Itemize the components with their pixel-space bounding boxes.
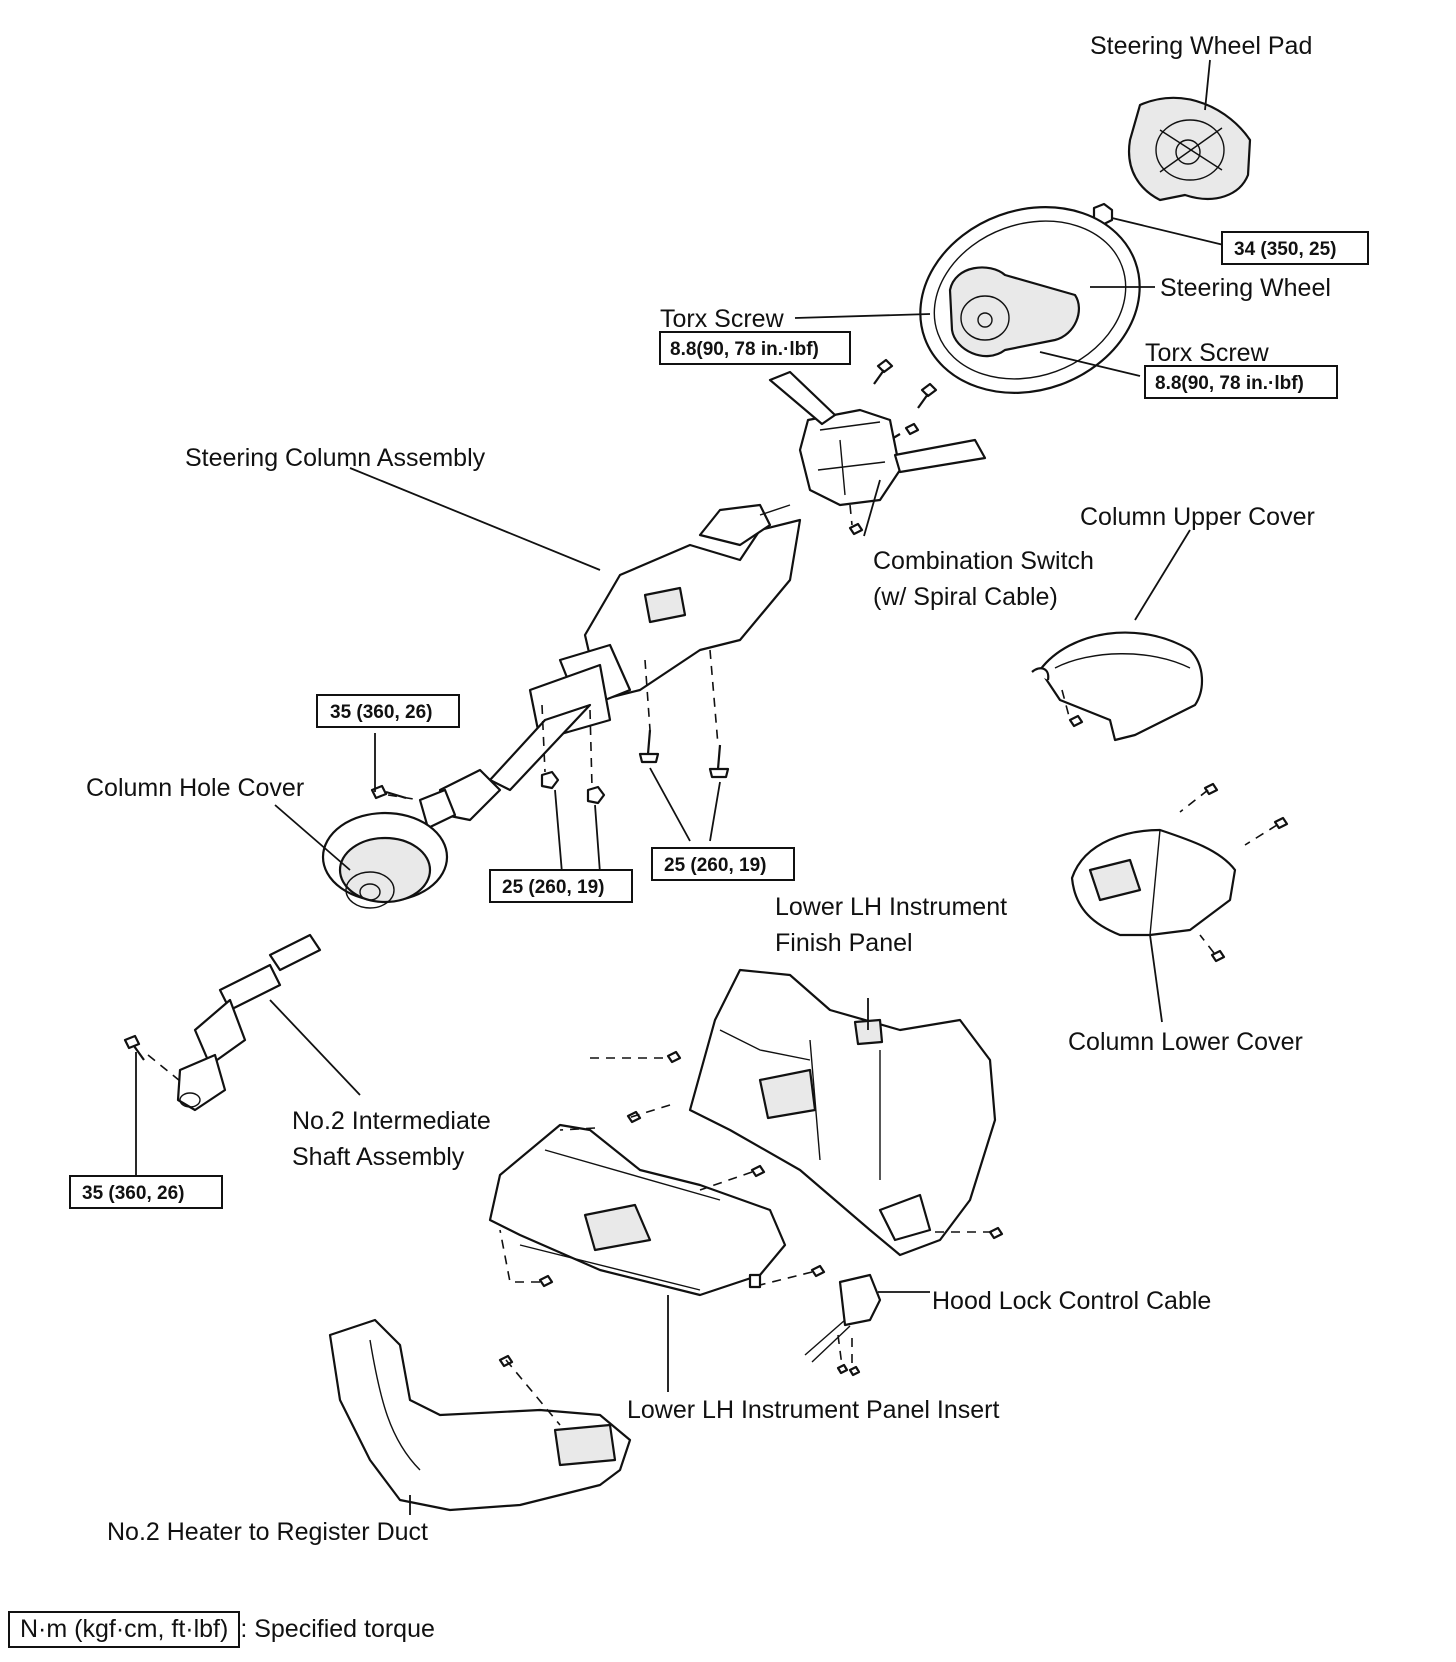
torque-column-bolt-upper: 35 (360, 26) — [316, 694, 460, 728]
steering-column-part — [418, 503, 802, 830]
assembly-lines — [147, 504, 1278, 1426]
column-hole-cover-part — [321, 811, 449, 909]
panel-insert-part — [488, 1123, 787, 1297]
label-torx-screw-right: Torx Screw — [1145, 339, 1270, 367]
svg-text:35 (360, 26): 35 (360, 26) — [330, 702, 432, 723]
intermediate-shaft-part — [123, 933, 322, 1112]
torque-torx-left: 8.8(90, 78 in.·lbf) — [659, 331, 851, 365]
label-intermediate-shaft-2: Shaft Assembly — [292, 1143, 465, 1171]
label-column-lower-cover: Column Lower Cover — [1068, 1028, 1303, 1056]
steering-wheel-part — [919, 206, 1141, 394]
svg-text:25 (260, 19): 25 (260, 19) — [502, 877, 604, 898]
label-finish-panel-2: Finish Panel — [775, 929, 913, 957]
label-heater-duct: No.2 Heater to Register Duct — [107, 1518, 428, 1546]
hood-lock-cable-part — [804, 1273, 882, 1377]
panel-screws-part — [498, 1050, 1004, 1368]
label-combination-switch-sub: (w/ Spiral Cable) — [873, 583, 1058, 611]
column-lower-cover-part — [1070, 828, 1237, 937]
column-upper-cover-part — [1031, 631, 1204, 742]
svg-text:8.8(90, 78 in.·lbf): 8.8(90, 78 in.·lbf) — [670, 339, 819, 360]
finish-panel-part — [688, 968, 997, 1257]
torque-column-nuts: 25 (260, 19) — [489, 869, 633, 903]
steering-wheel-pad-part — [1127, 96, 1252, 202]
legend-description: : Specified torque — [240, 1614, 435, 1643]
label-column-upper-cover: Column Upper Cover — [1080, 503, 1315, 531]
leader-lines — [135, 59, 1233, 1515]
svg-text:8.8(90, 78 in.·lbf): 8.8(90, 78 in.·lbf) — [1155, 373, 1304, 394]
label-steering-wheel-pad: Steering Wheel Pad — [1090, 32, 1312, 60]
label-steering-wheel: Steering Wheel — [1160, 274, 1331, 302]
lower-cover-screws-part — [1203, 782, 1289, 963]
label-torx-screw-left: Torx Screw — [660, 305, 785, 333]
label-intermediate-shaft-1: No.2 Intermediate — [292, 1107, 491, 1135]
combination-switch-part — [768, 370, 987, 536]
legend-unit-box: N·m (kgf·cm, ft·lbf) — [8, 1610, 241, 1648]
torque-torx-right: 8.8(90, 78 in.·lbf) — [1144, 365, 1338, 399]
label-column-hole-cover: Column Hole Cover — [86, 774, 304, 802]
torque-column-bolts: 25 (260, 19) — [651, 847, 795, 881]
label-panel-insert: Lower LH Instrument Panel Insert — [627, 1396, 999, 1424]
label-finish-panel-1: Lower LH Instrument — [775, 893, 1007, 921]
label-combination-switch: Combination Switch — [873, 547, 1094, 575]
label-steering-column-assembly: Steering Column Assembly — [185, 444, 486, 472]
torque-intermediate-bolt: 35 (360, 26) — [69, 1175, 223, 1209]
svg-text:35 (360, 26): 35 (360, 26) — [82, 1183, 184, 1204]
svg-text:34 (350, 25): 34 (350, 25) — [1234, 239, 1336, 260]
heater-duct-part — [328, 1318, 632, 1512]
torx-screws-part — [873, 358, 938, 441]
torque-steering-wheel-nut: 34 (350, 25) — [1221, 231, 1369, 265]
column-fasteners-part — [370, 729, 730, 805]
label-hood-lock-cable: Hood Lock Control Cable — [932, 1287, 1211, 1315]
torque-legend: N·m (kgf·cm, ft·lbf) : Specified torque — [8, 1609, 435, 1649]
svg-text:25 (260, 19): 25 (260, 19) — [664, 855, 766, 876]
